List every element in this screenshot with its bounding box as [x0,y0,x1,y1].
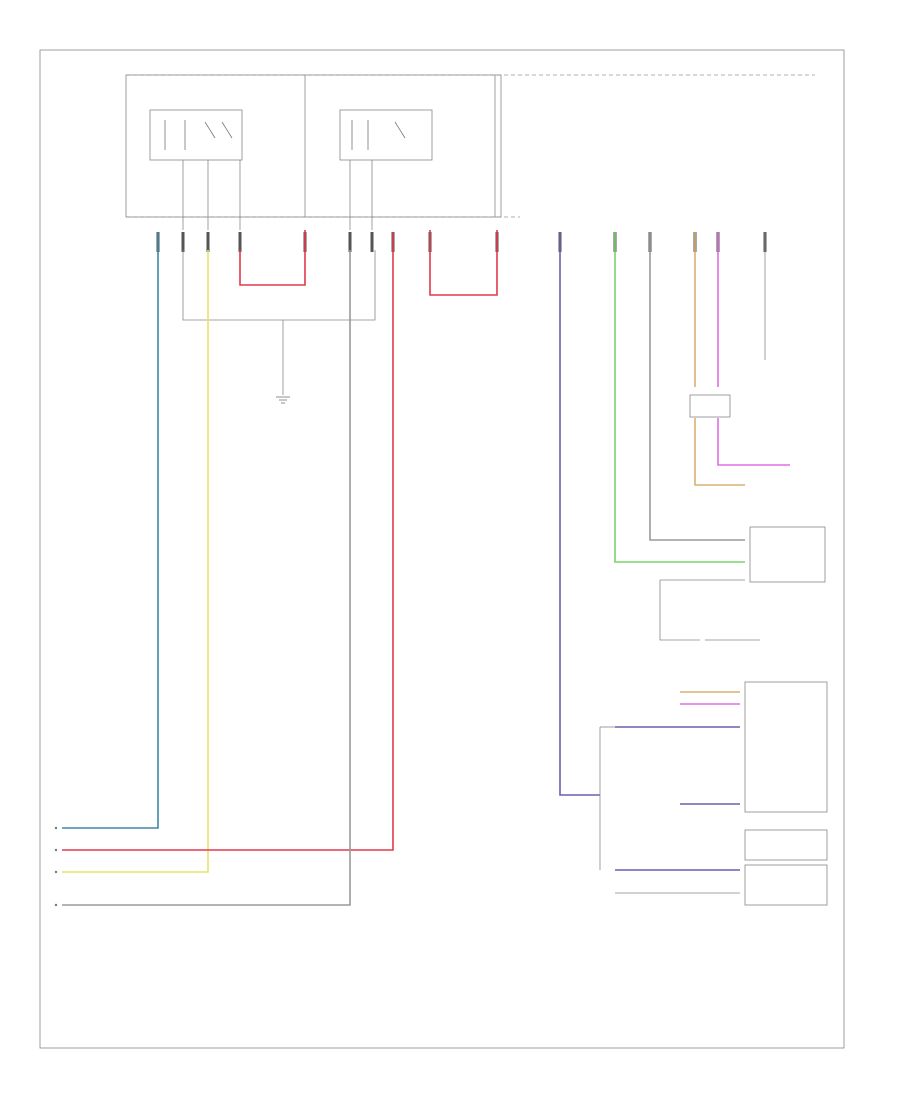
connector-pin [238,232,242,252]
red-loop-b [429,230,498,296]
lower-module [744,681,828,813]
data-link-connector [689,394,731,418]
ground-harness [182,250,376,321]
relay-pin-lines [182,160,373,230]
ground-symbol [276,396,290,404]
wire-terminal [54,848,58,852]
wire-grey-multifunction [659,579,745,641]
relay-b-switches [351,120,406,150]
wire-grey-right [649,232,745,541]
sensor-upper [744,829,828,861]
relay-a [149,109,243,161]
connector-pin [181,232,185,252]
wire-blue [62,232,159,829]
red-loop-a [239,230,306,286]
wire-terminal [54,870,58,874]
relay-a-switches [164,120,233,150]
instrument-cluster [749,526,826,583]
connector-pin [348,232,352,252]
wire-terminal [54,903,58,907]
wire-yellow [62,250,209,873]
fuse-box [125,74,502,218]
left-terminals [54,826,58,907]
connector-pin [206,232,210,252]
connector-pin [370,232,374,252]
wire-red [62,232,394,851]
wire-terminal [54,826,58,830]
sensor-lower [744,864,828,906]
relay-b [339,109,433,161]
wire-purple [559,232,600,796]
diagram-frame [39,49,845,1049]
wire-tan-lower [694,418,745,486]
wire-magenta-lower [717,418,790,466]
wire-green [614,232,745,563]
wire-grey [62,250,351,906]
connector-pins-top [156,232,767,252]
